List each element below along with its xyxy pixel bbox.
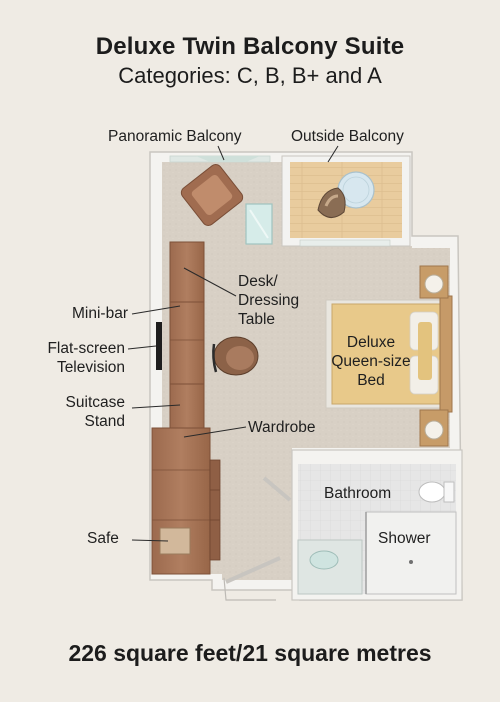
label-desk-line2: Dressing bbox=[238, 292, 300, 309]
label-wardrobe: Wardrobe bbox=[248, 419, 316, 436]
shower-area bbox=[365, 511, 457, 595]
label-outside-balcony: Outside Balcony bbox=[291, 128, 404, 145]
label-desk: Desk/ Dressing Table bbox=[238, 272, 299, 329]
lamp-top bbox=[424, 274, 444, 294]
label-suitcase: Suitcase Stand bbox=[30, 393, 125, 431]
label-desk-line1: Desk/ bbox=[238, 273, 278, 290]
label-bed: Deluxe Queen-size Bed bbox=[326, 333, 416, 390]
label-tv: Flat-screen Television bbox=[20, 339, 125, 377]
label-shower: Shower bbox=[378, 530, 431, 547]
balcony-door bbox=[299, 239, 391, 247]
desk-chair bbox=[212, 336, 259, 376]
toilet bbox=[418, 481, 455, 503]
label-panoramic-balcony: Panoramic Balcony bbox=[108, 128, 242, 145]
armchair bbox=[180, 164, 244, 226]
carpet-floor bbox=[162, 162, 450, 580]
entry-door bbox=[223, 577, 276, 601]
balcony-chair bbox=[317, 187, 346, 218]
sink bbox=[309, 550, 339, 570]
label-bed-line1: Deluxe bbox=[346, 334, 396, 351]
page-title: Deluxe Twin Balcony Suite bbox=[95, 33, 405, 60]
shower-drain bbox=[409, 560, 413, 564]
label-tv-line2: Television bbox=[56, 359, 125, 376]
desk-unit bbox=[169, 241, 205, 431]
label-bed-line3: Bed bbox=[357, 372, 385, 389]
label-bed-line2: Queen-size bbox=[331, 353, 411, 370]
window-glass bbox=[196, 156, 260, 162]
queen-bed bbox=[325, 295, 453, 413]
label-suitcase-line2: Stand bbox=[84, 413, 125, 430]
label-bathroom: Bathroom bbox=[324, 485, 392, 502]
area-caption: 226 square feet/21 square metres bbox=[68, 640, 432, 666]
label-minibar: Mini-bar bbox=[72, 305, 128, 322]
page-subtitle: Categories: C, B, B+ and A bbox=[118, 63, 382, 88]
label-desk-line3: Table bbox=[238, 311, 276, 328]
label-safe: Safe bbox=[87, 530, 119, 547]
label-suitcase-line1: Suitcase bbox=[65, 394, 125, 411]
label-tv-line1: Flat-screen bbox=[47, 340, 125, 357]
lamp-bottom bbox=[424, 420, 444, 440]
leader-lines bbox=[127, 145, 339, 542]
flat-screen-tv bbox=[156, 322, 162, 370]
